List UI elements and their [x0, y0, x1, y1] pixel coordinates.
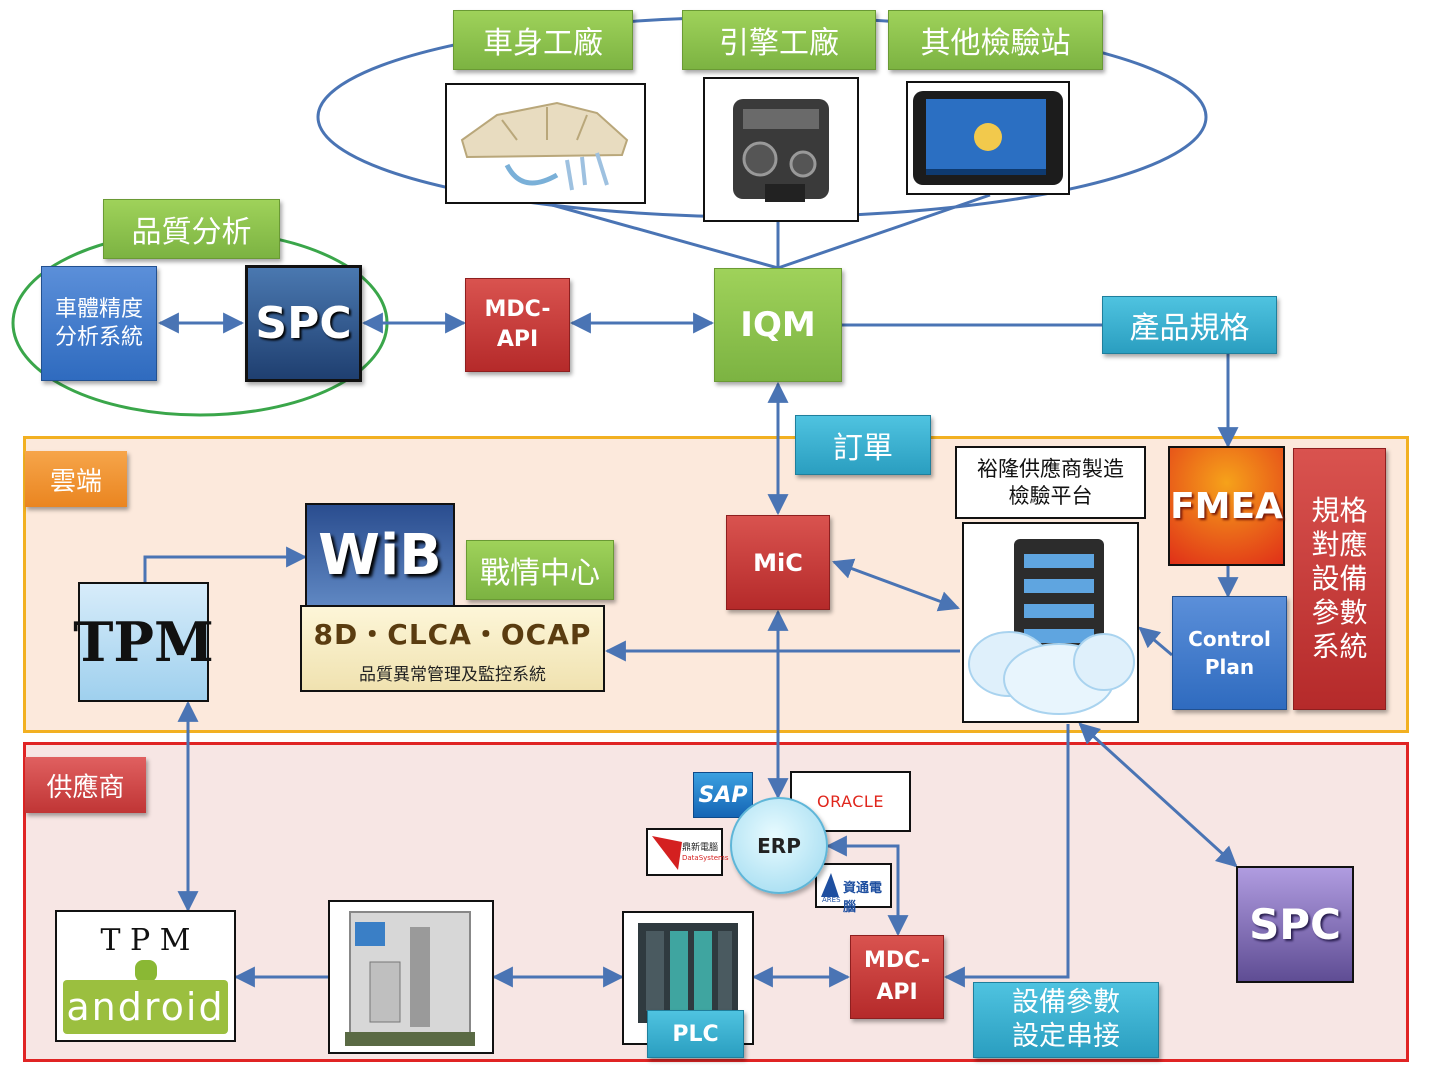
control-plan-box[interactable]: Control Plan: [1172, 596, 1287, 710]
ares-logo: 資通電腦 ARES: [815, 863, 892, 915]
clca-title: 8D・CLCA・OCAP: [313, 618, 592, 651]
arrow-cp-server: [1138, 626, 1173, 657]
fmea-logo-label: FMEA: [1170, 485, 1283, 527]
label-order: 訂單: [795, 415, 931, 475]
label-param-link-text: 設備參數設定串接: [1012, 987, 1120, 1052]
erp-label: ERP: [757, 833, 801, 858]
label-supplier: 供應商: [25, 757, 146, 813]
wib-logo-label: WiB: [318, 522, 442, 588]
machine-image: [328, 900, 494, 1054]
erp-circle[interactable]: ERP: [730, 797, 828, 894]
tpm-logo[interactable]: TPM: [73, 582, 214, 702]
arrow-erp-mdc: [825, 835, 909, 937]
sap-logo: SAP: [693, 772, 753, 818]
arrow-tpm-wib: [143, 546, 308, 582]
ares-logo-sub: ARES: [822, 896, 841, 904]
line-body-iqm: [544, 201, 779, 270]
body-precision-system-label: 車體精度分析系統: [54, 296, 143, 350]
iqm-label: IQM: [740, 305, 816, 345]
arrow-server-spc: [1078, 722, 1238, 868]
line-other-iqm: [777, 193, 991, 270]
spc-top-label: SPC: [255, 298, 352, 349]
clca-box[interactable]: 8D・CLCA・OCAP 品質異常管理及監控系統: [300, 605, 605, 692]
cloud-server-image: [962, 522, 1139, 723]
dsc-logo-sub: DataSystems: [682, 854, 729, 862]
fmea-logo[interactable]: FMEA: [1168, 446, 1285, 566]
label-body-factory: 車身工廠: [453, 10, 633, 70]
tablet-image: [906, 81, 1070, 195]
label-other-station: 其他檢驗站: [888, 10, 1103, 70]
label-product-spec: 產品規格: [1102, 296, 1277, 354]
plc-label: PLC: [647, 1010, 744, 1058]
body-precision-system[interactable]: 車體精度分析系統: [41, 266, 157, 381]
ares-logo-label: 資通電腦: [843, 881, 883, 915]
label-quality-analysis: 品質分析: [103, 199, 280, 259]
spc-bottom[interactable]: SPC: [1236, 866, 1354, 983]
android-tpm-image: T P M android: [55, 910, 236, 1042]
mdc-api-bottom[interactable]: MDC-API: [850, 935, 944, 1019]
mdc-api-top-label: MDC-API: [484, 297, 551, 352]
spec-param-system-label: 規格對應設備參數系統: [1311, 494, 1368, 663]
label-cloud: 雲端: [25, 451, 127, 507]
oracle-logo-label: ORACLE: [817, 792, 884, 811]
dsc-logo: 鼎新電腦 DataSystems: [646, 828, 728, 876]
iqm-box[interactable]: IQM: [714, 268, 842, 382]
car-body-image: [445, 83, 646, 204]
clca-subtitle: 品質異常管理及監控系統: [359, 664, 546, 685]
tpm-logo-label: TPM: [73, 610, 214, 674]
label-param-link: 設備參數設定串接: [973, 982, 1159, 1058]
control-plan-label: Control Plan: [1188, 627, 1271, 679]
spc-top[interactable]: SPC: [245, 265, 362, 382]
platform-label-text: 裕隆供應商製造檢驗平台: [977, 456, 1124, 508]
android-tpm-label: T P M: [100, 922, 191, 958]
engine-image: [703, 77, 859, 222]
mic-box[interactable]: MiC: [726, 515, 830, 610]
arrow-mic-server: [832, 558, 960, 612]
dsc-logo-label: 鼎新電腦: [682, 843, 719, 853]
mdc-api-top[interactable]: MDC-API: [465, 278, 570, 372]
mdc-api-bottom-label: MDC-API: [864, 948, 930, 1005]
arrow-server-mdc: [943, 724, 1070, 988]
label-engine-factory: 引擎工廠: [682, 10, 876, 70]
android-robot-icon: [63, 960, 228, 1034]
wib-logo[interactable]: WiB: [305, 503, 455, 607]
android-wordmark: android: [66, 985, 225, 1029]
spec-param-system[interactable]: 規格對應設備參數系統: [1293, 448, 1386, 710]
spc-bottom-label: SPC: [1249, 900, 1341, 949]
mic-label: MiC: [753, 548, 803, 577]
platform-label: 裕隆供應商製造檢驗平台: [955, 446, 1146, 519]
label-war-room: 戰情中心: [466, 540, 614, 600]
sap-logo-label: SAP: [698, 782, 748, 808]
